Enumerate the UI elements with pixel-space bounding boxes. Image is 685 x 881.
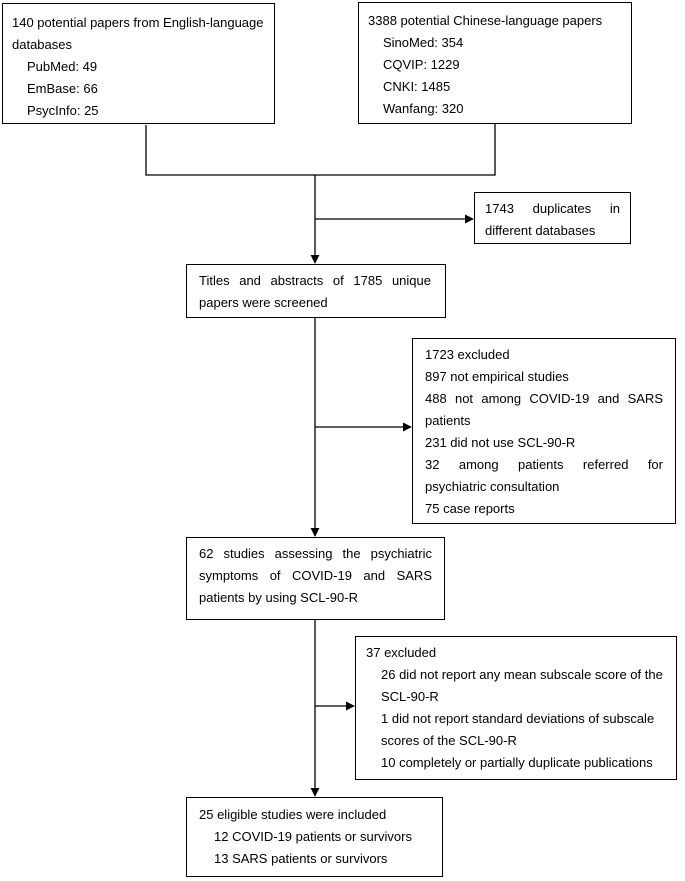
assessing-line3: patients by using SCL-90-R bbox=[199, 590, 358, 605]
merge-connector bbox=[145, 124, 496, 176]
screened-line2: papers were screened bbox=[199, 295, 328, 310]
chinese-item-cnki: CNKI: 1485 bbox=[383, 79, 451, 94]
english-item-pubmed: PubMed: 49 bbox=[27, 59, 98, 74]
excluded-first-line: patients bbox=[425, 413, 471, 428]
chinese-databases-box: 3388 potential Chinese-language papers S… bbox=[358, 2, 632, 124]
excluded-second-line: scores of the SCL-90-R bbox=[381, 733, 517, 748]
english-title-line1: 140 potential papers from English-langua… bbox=[12, 15, 264, 30]
excluded-first-list: 1723 excluded 897 not empirical studies 48… bbox=[425, 344, 663, 520]
excluded-second-line: 26 did not report any mean subscale scor… bbox=[381, 667, 663, 682]
excluded-first-line: 1723 excluded bbox=[425, 347, 510, 362]
english-item-embase: EmBase: 66 bbox=[27, 81, 98, 96]
excluded-second-line: 1 did not report standard deviations of … bbox=[381, 711, 655, 726]
duplicates-box: 1743 duplicates in different databases bbox=[474, 192, 631, 244]
duplicates-line2: different databases bbox=[485, 223, 596, 238]
chinese-item-sinomed: SinoMed: 354 bbox=[383, 35, 464, 50]
assessing-line2: symptoms of COVID-19 and SARS bbox=[199, 568, 432, 583]
screened-box: Titles and abstracts of 1785 unique pape… bbox=[186, 264, 446, 318]
excluded-first-line: 75 case reports bbox=[425, 501, 515, 516]
english-item-psycinfo: PsycInfo: 25 bbox=[27, 103, 99, 118]
excluded-second-box: 37 excluded 26 did not report any mean s… bbox=[355, 636, 677, 780]
chinese-title: 3388 potential Chinese-language papers bbox=[368, 13, 603, 28]
english-title-line2: databases bbox=[12, 37, 72, 52]
assessing-line1: 62 studies assessing the psychiatric bbox=[199, 546, 432, 561]
excluded-first-box: 1723 excluded 897 not empirical studies 48… bbox=[412, 338, 676, 524]
eligible-item-covid: 12 COVID-19 patients or survivors bbox=[214, 829, 412, 844]
excluded-first-line: 488 not among COVID-19 and SARS bbox=[425, 391, 663, 406]
chinese-item-wanfang: Wanfang: 320 bbox=[383, 101, 464, 116]
excluded-first-line: 897 not empirical studies bbox=[425, 369, 569, 384]
excluded-first-line: 32 among patients referred for bbox=[425, 457, 663, 472]
excluded-first-line: 231 did not use SCL-90-R bbox=[425, 435, 576, 450]
eligible-box: 25 eligible studies were included 12 COV… bbox=[186, 797, 443, 877]
english-databases-box: 140 potential papers from English-langua… bbox=[2, 3, 275, 124]
screened-line1: Titles and abstracts of 1785 unique bbox=[199, 273, 431, 288]
assessing-box: 62 studies assessing the psychiatric sym… bbox=[186, 537, 445, 620]
excluded-second-list: 26 did not report any mean subscale scor… bbox=[366, 664, 676, 774]
excluded-first-line: psychiatric consultation bbox=[425, 479, 560, 494]
excluded-second-title: 37 excluded bbox=[366, 645, 437, 660]
chinese-item-cqvip: CQVIP: 1229 bbox=[383, 57, 460, 72]
eligible-title: 25 eligible studies were included bbox=[199, 807, 387, 822]
eligible-item-sars: 13 SARS patients or survivors bbox=[214, 851, 388, 866]
duplicates-line1: 1743 duplicates in bbox=[485, 201, 620, 216]
excluded-second-line: SCL-90-R bbox=[381, 689, 439, 704]
excluded-second-line: 10 completely or partially duplicate pub… bbox=[381, 755, 653, 770]
